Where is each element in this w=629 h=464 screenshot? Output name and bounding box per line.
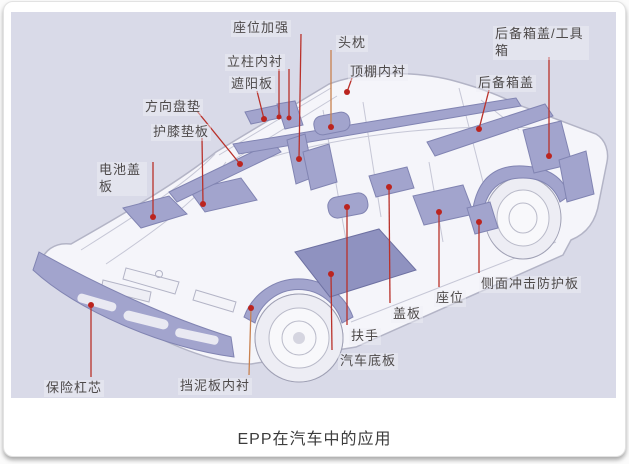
- trunk-lid-part: [426, 103, 554, 157]
- label-headrest: 头枕: [336, 35, 369, 52]
- rear-wheel: [484, 176, 562, 260]
- cover-plate-part: [368, 166, 415, 198]
- label-fender-liner: 挡泥板内衬: [178, 378, 253, 395]
- car-floor-part: [294, 228, 417, 298]
- dash-cowl-part: [168, 141, 282, 203]
- leader-lines: [90, 33, 550, 377]
- diagram-canvas: 座位加强 立柱内衬 遮阳板 头枕 顶棚内衬 后备箱盖/工具箱 后备箱盖 方向盘垫…: [11, 12, 616, 398]
- side-impact-panel-part: [466, 201, 499, 235]
- label-pillar-lining: 立柱内衬: [225, 54, 286, 71]
- image-card: 座位加强 立柱内衬 遮阳板 头枕 顶棚内衬 后备箱盖/工具箱 后备箱盖 方向盘垫…: [3, 1, 626, 457]
- label-car-floor: 汽车底板: [338, 353, 399, 370]
- label-side-impact-panel: 侧面冲击防护板: [479, 276, 582, 293]
- rear-fender-liner-part: [472, 165, 570, 213]
- car-diagram-illustration: [32, 33, 609, 383]
- label-knee-pad: 护膝垫板: [151, 124, 212, 141]
- label-seat-reinforcement: 座位加强: [231, 20, 292, 37]
- leader-dots: [88, 89, 552, 311]
- battery-cover-part: [122, 195, 188, 229]
- label-battery-cover: 电池盖板: [97, 162, 147, 196]
- rear-bumper-part: [558, 150, 595, 203]
- headrest-part: [313, 111, 351, 136]
- label-seat: 座位: [434, 290, 467, 307]
- figure-caption: EPP在汽车中的应用: [237, 431, 392, 448]
- front-wheel: [254, 293, 344, 383]
- label-steering-wheel-pad: 方向盘垫: [143, 99, 204, 116]
- label-roof-lining: 顶棚内衬: [348, 64, 409, 81]
- front-seatback-part: [302, 143, 338, 191]
- label-bumper-core: 保险杠芯: [44, 380, 105, 397]
- label-cover-plate: 盖板: [391, 306, 424, 323]
- epp-parts: [32, 97, 595, 358]
- label-armrest: 扶手: [349, 328, 382, 345]
- label-trunk-lid: 后备箱盖: [476, 75, 537, 92]
- label-sun-visor: 遮阳板: [229, 76, 276, 93]
- label-trunk-lid-toolbox: 后备箱盖/工具箱: [493, 26, 589, 60]
